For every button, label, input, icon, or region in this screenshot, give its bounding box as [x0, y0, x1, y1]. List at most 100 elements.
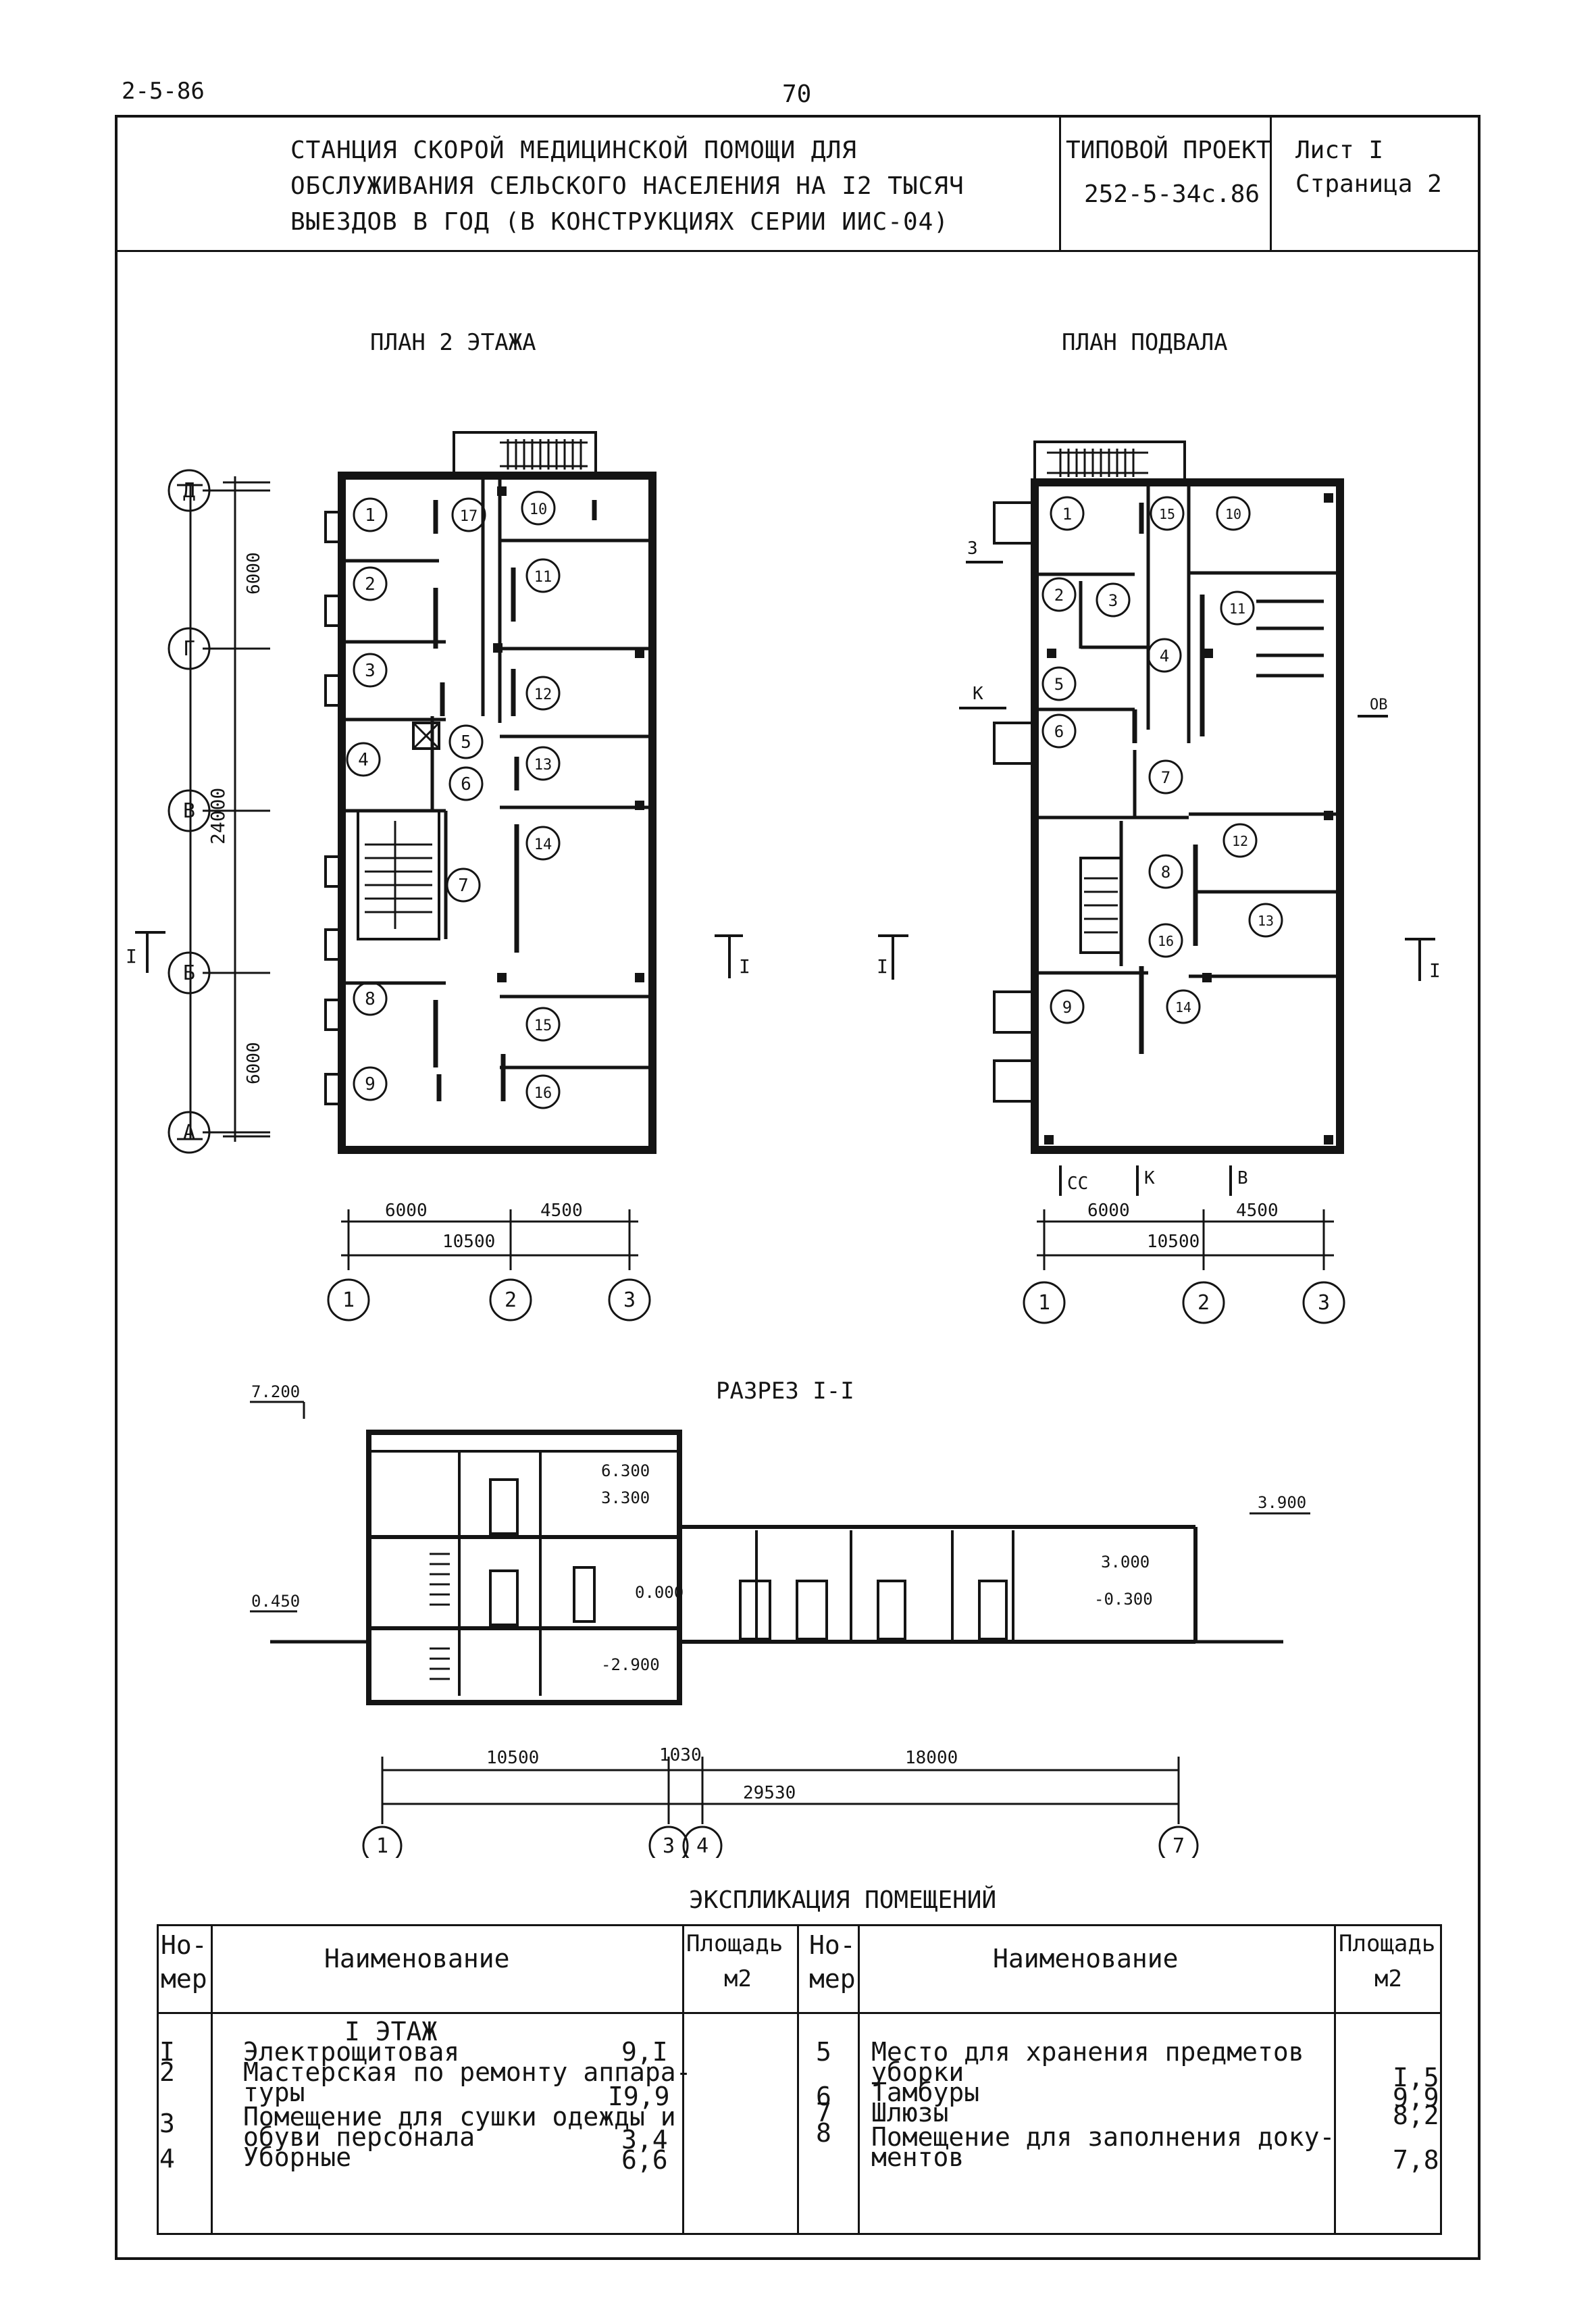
plan2-room-16: 16 — [534, 1085, 552, 1102]
page-number: 70 — [782, 80, 812, 108]
hdr-area-top-left: Площадь — [686, 1930, 783, 1957]
hdr-name-left: Наименование — [324, 1944, 510, 1973]
title-line-1: СТАНЦИЯ СКОРОЙ МЕДИЦИНСКОЙ ПОМОЩИ ДЛЯ — [290, 136, 857, 164]
level-upper: 6.300 — [601, 1461, 650, 1480]
right-row-4-name-1: Помещение для заполнения доку- — [871, 2122, 1335, 2152]
plan2-axis-row-4: Б — [183, 961, 195, 985]
sheet-frame — [115, 115, 1481, 2260]
left-row-1-num: I — [159, 2037, 175, 2067]
left-row-1-area: 9,I — [621, 2037, 668, 2067]
basement-room-2: 2 — [1054, 586, 1064, 605]
left-row-2-area: I9,9 — [608, 2082, 670, 2111]
plan2-room-17: 17 — [460, 508, 478, 525]
basement-room-9: 9 — [1062, 998, 1072, 1017]
section-title: РАЗРЕЗ I-I — [716, 1378, 854, 1405]
level-middle: 3.300 — [601, 1488, 650, 1507]
level-right-floor: -0.300 — [1094, 1590, 1153, 1609]
section-axis-3: 4 — [696, 1834, 709, 1858]
basement-room-4: 4 — [1160, 647, 1169, 665]
plan2-dim-h-2: 4500 — [540, 1201, 583, 1221]
section-dim-2: 1030 — [659, 1745, 702, 1765]
plan2-title: ПЛАН 2 ЭТАЖА — [370, 329, 536, 356]
basement-room-3: 3 — [1108, 591, 1118, 610]
basement-room-5: 5 — [1054, 675, 1064, 694]
plan2-room-7: 7 — [458, 876, 469, 896]
basement-dim-h-total: 10500 — [1147, 1232, 1200, 1252]
right-row-3-num: 7 — [816, 2098, 831, 2128]
left-row-4-name: Уборные — [243, 2142, 352, 2172]
plan2-dim-v-top: 6000 — [244, 552, 264, 595]
right-row-2-area: 9,9 — [1393, 2083, 1439, 2113]
basement-room-7: 7 — [1161, 768, 1170, 787]
hdr-name-right: Наименование — [993, 1944, 1179, 1973]
basement-dim-h-2: 4500 — [1236, 1201, 1279, 1221]
title-block-vline-1 — [1059, 115, 1061, 251]
explication-title: ЭКСПЛИКАЦИЯ ПОМЕЩЕНИЙ — [689, 1886, 997, 1914]
left-row-4-num: 4 — [159, 2144, 175, 2173]
basement-room-6: 6 — [1054, 722, 1064, 741]
table-vline-4 — [858, 1924, 860, 2235]
explication-table — [157, 1924, 1442, 2235]
left-row-2-name-2: туры — [243, 2078, 305, 2107]
left-row-3-num: 3 — [159, 2109, 175, 2138]
basement-room-13: 13 — [1258, 913, 1274, 929]
section-axis-4: 7 — [1173, 1834, 1185, 1858]
right-row-4-num: 8 — [816, 2118, 831, 2148]
level-roof-left: 7.200 — [251, 1382, 300, 1401]
basement-room-11: 11 — [1229, 601, 1245, 617]
plan2-axis-col-1: 1 — [342, 1288, 355, 1312]
basement-dim-h-1: 6000 — [1087, 1201, 1130, 1221]
basement-arrow-label-bottom-2: К — [1144, 1168, 1155, 1188]
table-vline-3 — [797, 1924, 799, 2235]
basement-section-mark-left: I — [877, 955, 888, 978]
right-row-1-area: I,5 — [1393, 2063, 1439, 2092]
project-number: 252-5-34с.86 — [1084, 180, 1260, 208]
plan2-room-13: 13 — [534, 757, 552, 774]
plan2-room-12: 12 — [534, 686, 552, 703]
plan2-room-11: 11 — [534, 569, 552, 586]
plan2-axis-row-2: Г — [183, 637, 195, 661]
plan2-room-10: 10 — [530, 501, 548, 518]
basement-arrow-label-west-top: З — [967, 538, 978, 559]
basement-room-16: 16 — [1158, 933, 1174, 949]
level-floor: 0.000 — [635, 1583, 684, 1602]
basement-room-12: 12 — [1232, 833, 1248, 849]
section-axis-1: 1 — [376, 1834, 388, 1858]
right-row-3-name: Шлюзы — [871, 2098, 949, 2128]
title-block-divider — [115, 250, 1481, 252]
basement-axis-col-2: 2 — [1198, 1291, 1210, 1315]
basement-drawing — [878, 441, 1435, 1324]
right-row-2-name: Тамбуры — [871, 2078, 980, 2107]
plan2-drawing — [135, 431, 743, 1322]
basement-axis-col-3: 3 — [1318, 1291, 1330, 1315]
hdr-area-bottom-left: м2 — [724, 1965, 752, 1992]
plan2-room-5: 5 — [461, 732, 471, 753]
plan2-section-mark-right: I — [739, 955, 750, 978]
level-right-top: 3.900 — [1258, 1493, 1306, 1512]
drawings-svg: 1 2 3 4 5 6 7 8 9 10 11 12 13 14 15 16 1… — [126, 431, 1441, 1858]
level-entry: 0.450 — [251, 1592, 300, 1611]
title-line-3: ВЫЕЗДОВ В ГОД (В КОНСТРУКЦИЯХ СЕРИИ ИИС-… — [290, 208, 949, 236]
basement-room-10: 10 — [1225, 506, 1241, 522]
corner-code: 2-5-86 — [122, 78, 205, 105]
right-row-1-num: 5 — [816, 2037, 831, 2067]
level-basement: -2.900 — [601, 1655, 660, 1674]
plan2-room-14: 14 — [534, 836, 552, 853]
basement-arrow-label-west-mid: К — [973, 684, 983, 704]
right-row-1-name-1: Место для хранения предметов — [871, 2037, 1304, 2067]
plan2-dim-h-total: 10500 — [442, 1232, 495, 1252]
hdr-num-bottom-left: мер — [161, 1964, 207, 1994]
left-row-2-num: 2 — [159, 2057, 175, 2087]
title-line-2: ОБСЛУЖИВАНИЯ СЕЛЬСКОГО НАСЕЛЕНИЯ НА I2 Т… — [290, 172, 964, 200]
left-row-3-name-1: Помещение для сушки одежды и — [243, 2102, 676, 2132]
left-row-3-name-2: обуви персонала — [243, 2122, 475, 2152]
plan2-room-1: 1 — [365, 505, 376, 526]
left-row-2-name-1: Мастерская по ремонту аппара- — [243, 2057, 692, 2087]
title-block-vline-2 — [1270, 115, 1272, 251]
basement-arrow-label-east: ОВ — [1370, 697, 1388, 713]
right-row-2-num: 6 — [816, 2082, 831, 2111]
level-right-mid: 3.000 — [1101, 1553, 1150, 1571]
basement-room-8: 8 — [1161, 863, 1170, 882]
table-vline-5 — [1334, 1924, 1336, 2235]
plan2-dim-v-bottom: 6000 — [244, 1042, 264, 1084]
